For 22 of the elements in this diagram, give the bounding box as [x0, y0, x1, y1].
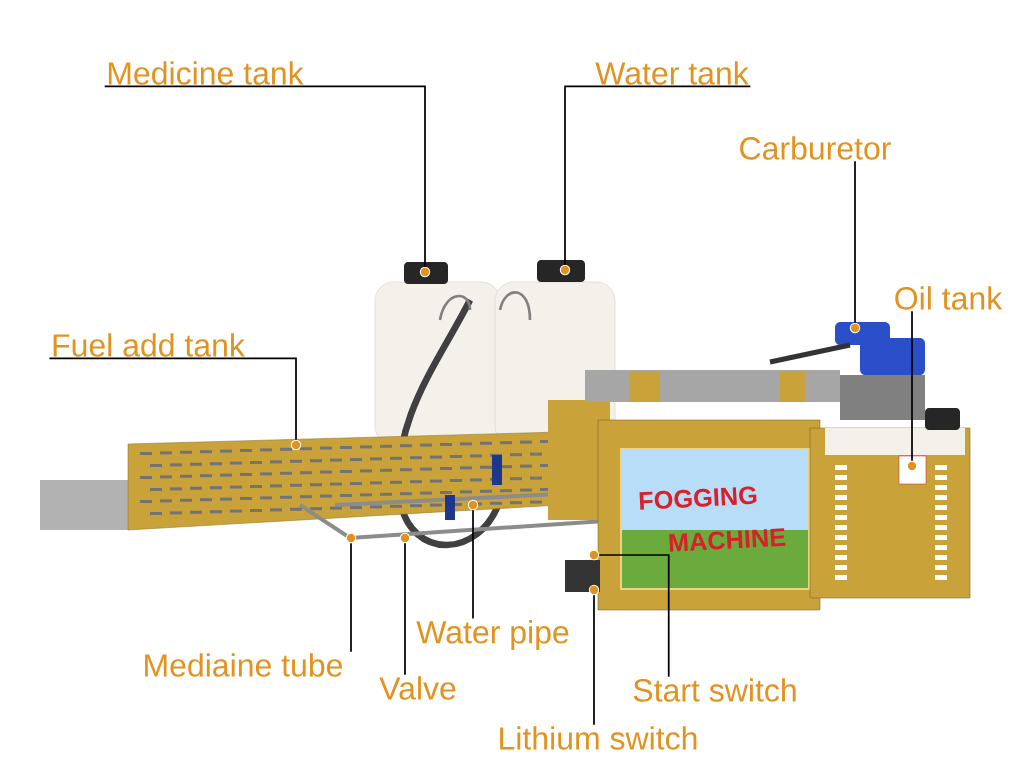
leader-line: [564, 85, 752, 266]
leader-line: [404, 542, 406, 676]
part-label: Water pipe: [416, 620, 569, 650]
leader-line: [911, 310, 913, 462]
leader-line: [103, 85, 426, 268]
panel-text: FOGGING: [639, 486, 757, 510]
leader-line: [48, 357, 297, 441]
part-label: Valve: [379, 676, 456, 700]
leader-line: [350, 542, 352, 653]
part-label: Start switch: [633, 678, 796, 702]
leader-line: [854, 160, 856, 324]
leader-line: [472, 509, 474, 620]
part-label: Fuel add tank: [53, 333, 245, 357]
leader-line: [593, 594, 595, 726]
part-label: Mediaine tube: [145, 653, 343, 677]
part-label: Oil tank: [895, 286, 1003, 310]
part-label: Medicine tank: [108, 61, 304, 85]
leader-line: [598, 554, 670, 678]
part-label: Lithium switch: [500, 726, 697, 750]
part-label: Carburetor: [740, 136, 891, 160]
part-label: Water tank: [595, 61, 749, 85]
panel-text: MACHINE: [669, 528, 786, 552]
